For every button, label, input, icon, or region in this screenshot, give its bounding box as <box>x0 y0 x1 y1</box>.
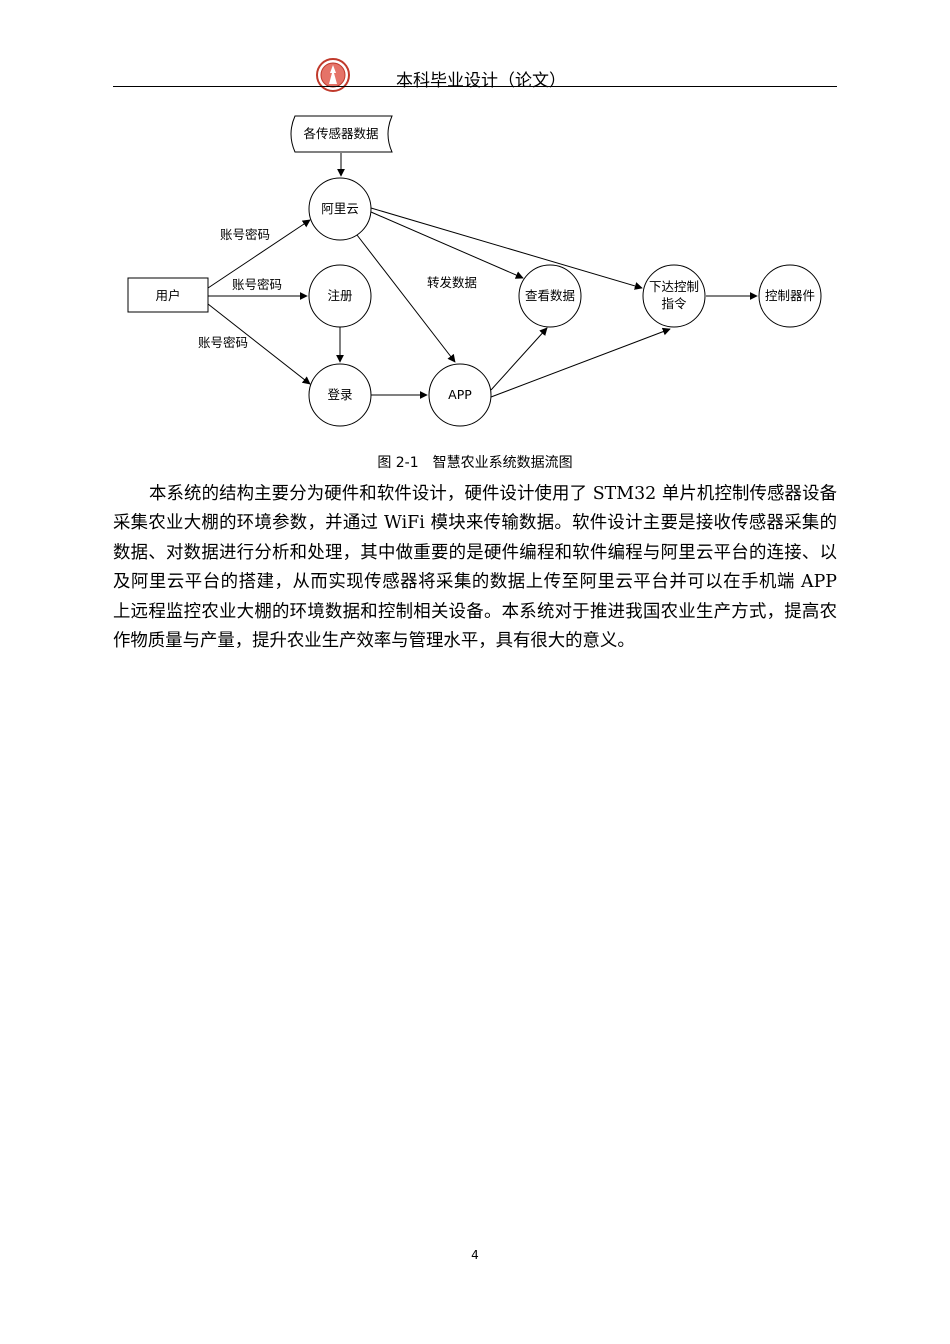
figure-caption: 图 2-1 智慧农业系统数据流图 <box>377 455 573 471</box>
body-paragraph: 本系统的结构主要分为硬件和软件设计，硬件设计使用了 STM32 单片机控制传感器… <box>113 484 837 652</box>
arrow-user-to-login <box>207 303 311 385</box>
header-rule <box>113 86 837 87</box>
arrow-aliyun-to-send-command <box>370 207 643 290</box>
sensor-data-shape <box>290 115 393 153</box>
edge-label-forward-data: 转发数据 <box>427 275 477 290</box>
aliyun-node <box>308 177 372 241</box>
aliyun-label: 阿里云 <box>321 201 359 216</box>
page-number: 4 <box>471 1248 479 1262</box>
user-box <box>127 277 209 313</box>
university-logo <box>315 57 351 97</box>
send-command-label-line2: 指令 <box>661 296 687 311</box>
app-node <box>428 363 492 427</box>
app-label: APP <box>448 387 472 402</box>
user-label: 用户 <box>155 288 180 303</box>
arrow-app-to-view-data <box>490 327 548 391</box>
control-device-label: 控制器件 <box>765 288 815 303</box>
edge-label-user-to-aliyun: 账号密码 <box>220 227 270 242</box>
arrow-aliyun-to-view-data <box>370 211 524 279</box>
arrow-user-to-aliyun <box>207 219 311 289</box>
arrow-aliyun-to-app <box>356 234 456 363</box>
register-label: 注册 <box>327 288 352 303</box>
page-header-title: 本科毕业设计（论文） <box>396 71 566 91</box>
send-command-node <box>642 264 706 328</box>
send-command-label-line1: 下达控制 <box>649 279 699 294</box>
edge-label-user-to-login: 账号密码 <box>198 335 248 350</box>
login-label: 登录 <box>327 387 352 402</box>
view-data-node <box>518 264 582 328</box>
data-flow-diagram: 各传感器数据 用户 阿里云 注册 登录 APP 查看数据 下达控制 指令 控制器… <box>127 115 822 427</box>
control-device-node <box>758 264 822 328</box>
sensor-data-label: 各传感器数据 <box>303 126 378 141</box>
view-data-label: 查看数据 <box>525 288 575 303</box>
arrow-app-to-send-command <box>490 327 671 398</box>
edge-label-user-to-register: 账号密码 <box>232 277 282 292</box>
